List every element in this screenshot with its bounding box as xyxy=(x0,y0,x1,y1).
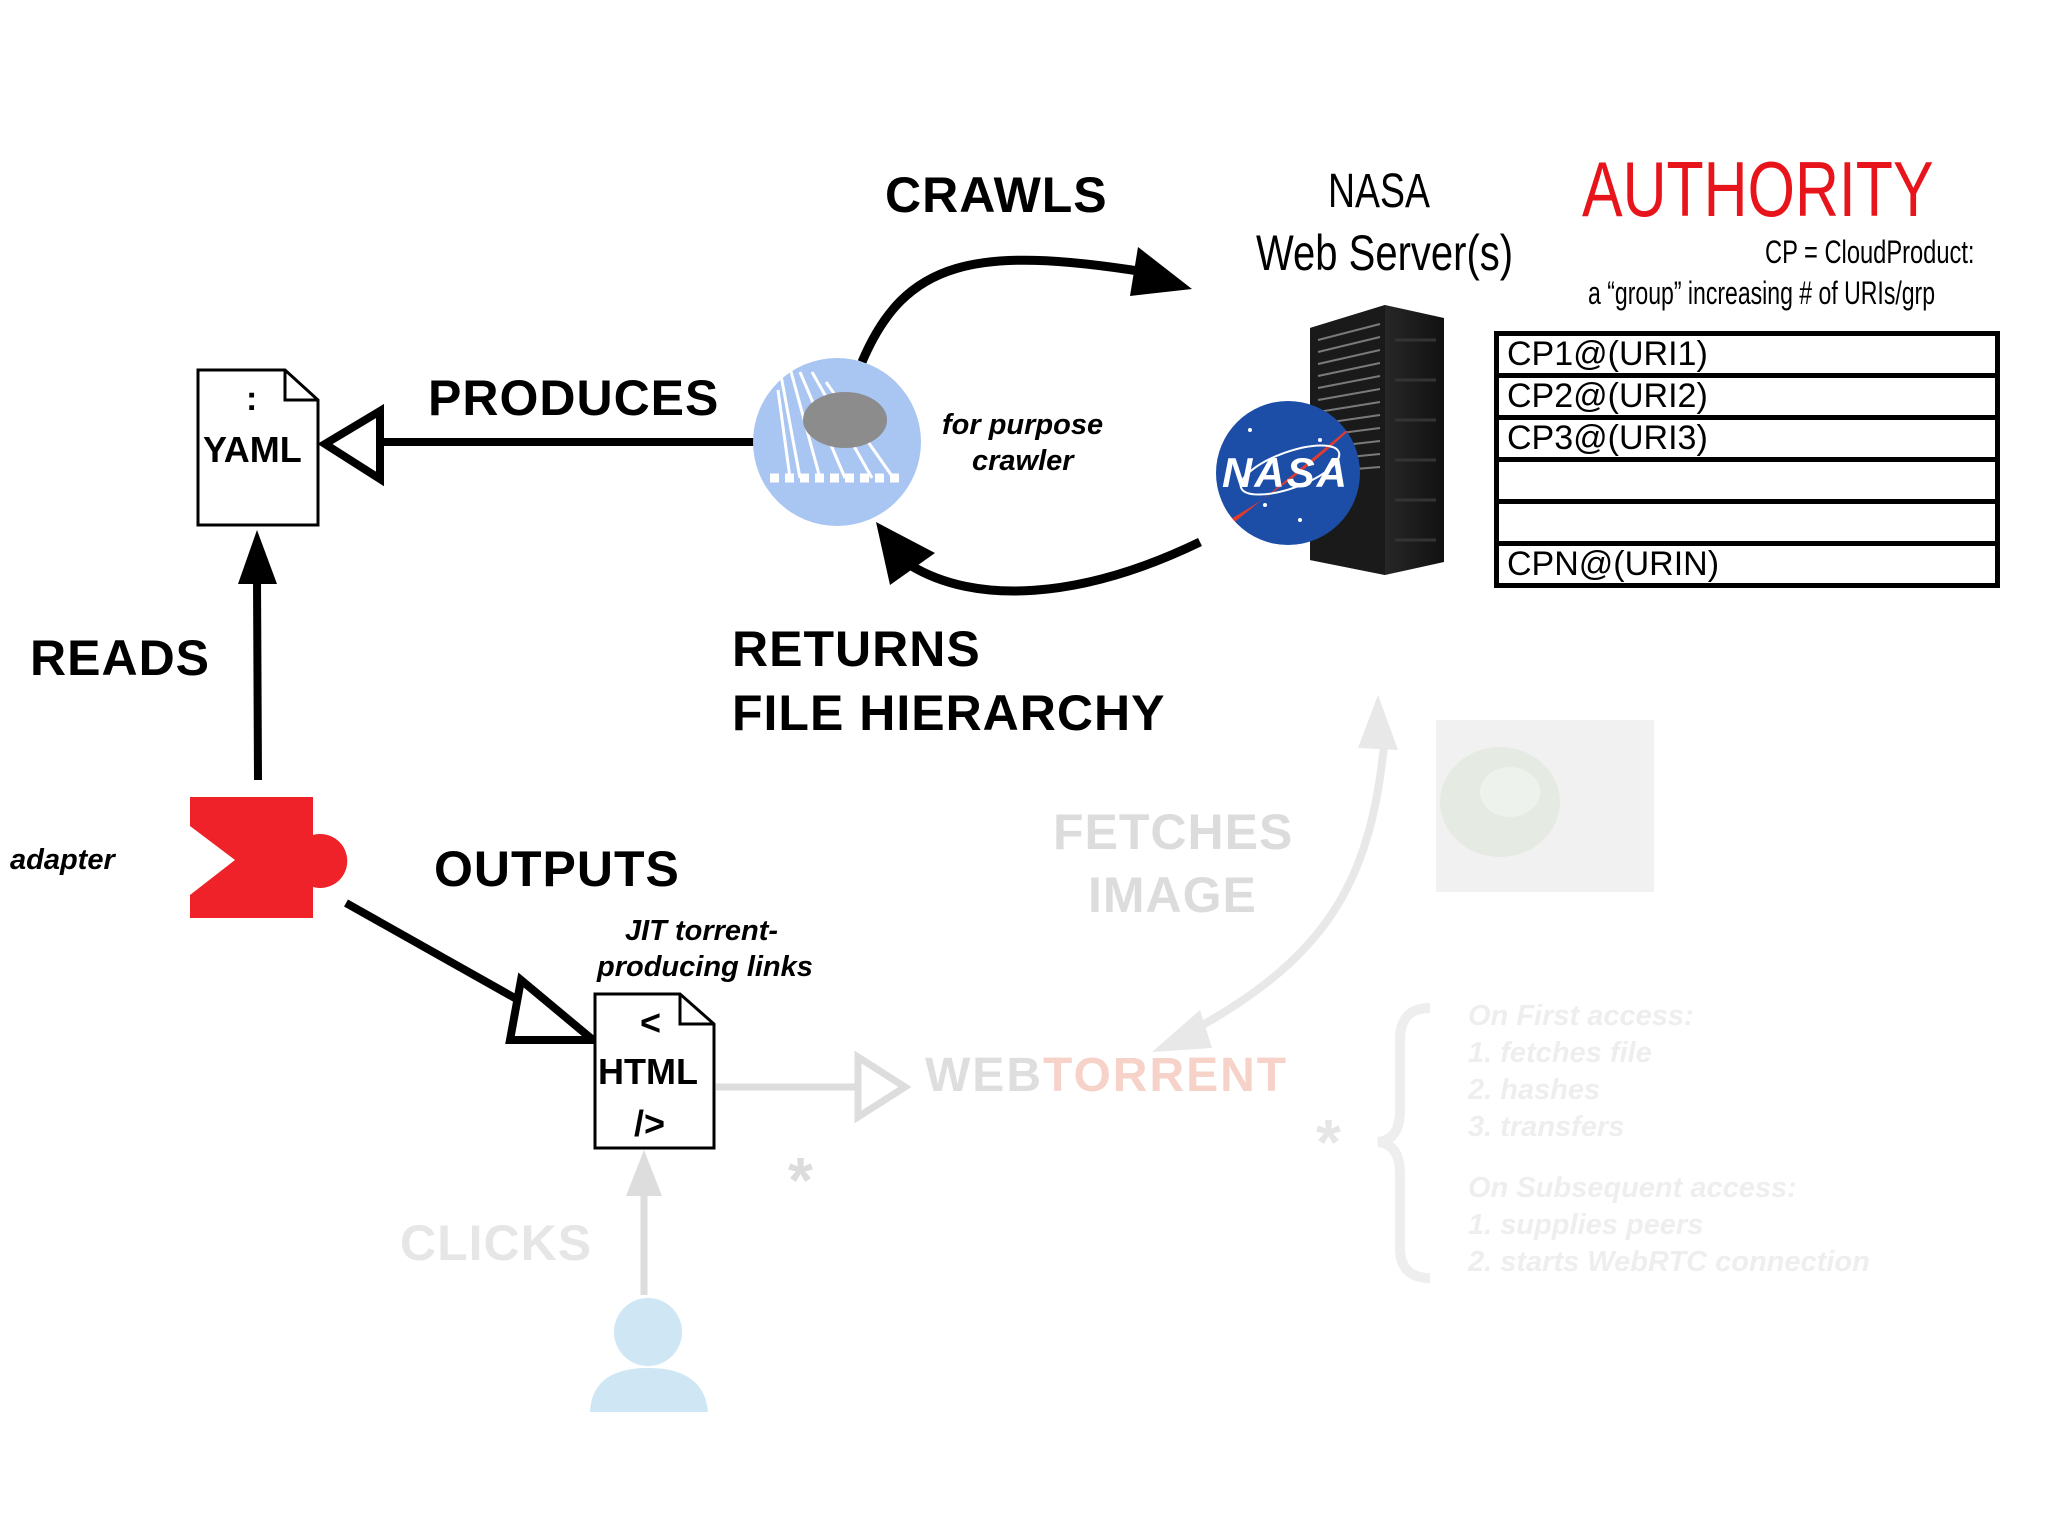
returns-label-line1: RETURNS xyxy=(732,621,981,677)
authority-cell: CP2@(URI2) xyxy=(1494,373,2000,420)
crawler-caption-line1: for purpose xyxy=(942,409,1104,441)
outputs-label: OUTPUTS xyxy=(434,841,680,897)
puzzle-piece-icon xyxy=(190,797,348,918)
notes-subsequent-item: 2. starts WebRTC connection xyxy=(1468,1246,1870,1278)
html-name: HTML xyxy=(598,1051,698,1092)
authority-title: AUTHORITY xyxy=(1582,145,1934,233)
reads-label: READS xyxy=(30,630,211,686)
outputs-arrowhead xyxy=(505,972,605,1044)
asterisk-webtorrent: * xyxy=(788,1144,813,1216)
authority-cell: CPN@(URIN) xyxy=(1494,541,2000,588)
returns-arrowhead xyxy=(876,522,935,585)
yaml-document-icon xyxy=(196,368,320,527)
authority-row xyxy=(1494,499,2000,546)
nasa-logo-text: NASA xyxy=(1222,449,1350,496)
authority-row: CP3@(URI3) xyxy=(1494,415,2000,462)
clicks-label: CLICKS xyxy=(400,1215,593,1271)
html-document-icon xyxy=(593,992,716,1150)
notes-subsequent-item: 1. supplies peers xyxy=(1468,1209,1704,1241)
yaml-name: YAML xyxy=(203,429,302,470)
html-symbol-open: < xyxy=(640,1002,662,1043)
fetches-image-arrowhead-down xyxy=(1152,1010,1212,1052)
notes-first-item: 3. transfers xyxy=(1468,1111,1625,1143)
authority-table: CP1@(URI1) CP2@(URI2) CP3@(URI3) CPN@(UR… xyxy=(1494,331,2000,588)
html-symbol-close: /> xyxy=(634,1103,666,1144)
authority-desc-line1: CP = CloudProduct: xyxy=(1765,234,1975,270)
clicks-arrowhead xyxy=(626,1150,662,1196)
html-caption-line2: producing links xyxy=(597,951,813,983)
authority-row xyxy=(1494,457,2000,504)
authority-cell xyxy=(1494,499,2000,546)
authority-desc-line2: a “group” increasing # of URIs/grp xyxy=(1588,275,1936,311)
crawler-globe-icon xyxy=(753,358,921,526)
asterisk-notes: * xyxy=(1316,1106,1341,1178)
notes-first-item: 2. hashes xyxy=(1468,1074,1601,1106)
authority-cell: CP1@(URI1) xyxy=(1494,331,2000,378)
crawls-arrow xyxy=(857,255,1146,364)
faded-background-layer xyxy=(590,695,1654,1412)
server-title-line1: NASA xyxy=(1328,165,1430,218)
notes-subsequent-heading: On Subsequent access: xyxy=(1468,1172,1797,1204)
webtorrent-logo: WEBTORRENT xyxy=(925,1052,1288,1100)
fetches-image-arrowhead-up xyxy=(1358,695,1398,750)
adapter-caption: adapter xyxy=(10,844,115,876)
notes-first-item: 1. fetches file xyxy=(1468,1037,1652,1069)
notes-curly-brace xyxy=(1377,1003,1431,1283)
reads-arrow xyxy=(253,579,262,781)
yaml-symbol: : xyxy=(246,380,258,418)
authority-row: CP2@(URI2) xyxy=(1494,373,2000,420)
crawls-label: CRAWLS xyxy=(885,167,1108,223)
produces-label: PRODUCES xyxy=(428,370,720,426)
webtorrent-logo-part1: WEB xyxy=(925,1049,1043,1102)
fetches-label-line1: FETCHES xyxy=(1053,804,1294,860)
returns-arrow xyxy=(907,537,1202,596)
authority-cell: CP3@(URI3) xyxy=(1494,415,2000,462)
fetches-image-arrow xyxy=(1173,734,1389,1044)
produces-arrowhead xyxy=(317,403,384,487)
html-caption-line1: JIT torrent- xyxy=(625,915,779,947)
authority-row: CP1@(URI1) xyxy=(1494,331,2000,378)
user-icon xyxy=(590,1298,708,1412)
outputs-arrow xyxy=(344,899,547,1019)
webtorrent-arrowhead xyxy=(854,1050,912,1124)
webtorrent-logo-part2: TORRENT xyxy=(1042,1049,1289,1102)
nasa-logo-icon xyxy=(1216,401,1360,545)
crawls-arrowhead xyxy=(1130,247,1192,296)
image-thumbnail-icon xyxy=(1436,720,1654,892)
returns-label-line2: FILE HIERARCHY xyxy=(732,685,1166,741)
fetches-label-line2: IMAGE xyxy=(1088,867,1257,923)
server-title-line2: Web Server(s) xyxy=(1256,225,1514,281)
authority-row: CPN@(URIN) xyxy=(1494,541,2000,588)
reads-arrowhead xyxy=(238,530,277,584)
authority-cell xyxy=(1494,457,2000,504)
notes-first-heading: On First access: xyxy=(1468,1000,1694,1032)
crawler-caption-line2: crawler xyxy=(972,445,1074,477)
